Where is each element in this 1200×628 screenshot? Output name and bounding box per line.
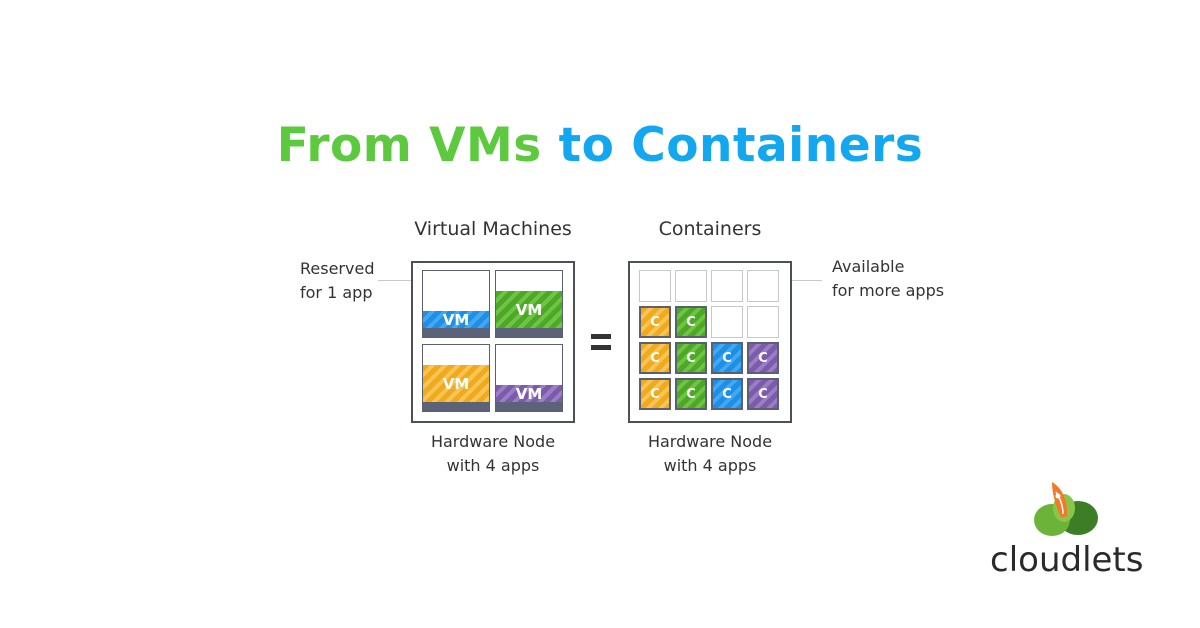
vm-box: VM xyxy=(495,270,563,338)
available-leader-line xyxy=(766,280,822,281)
reserved-note: Reserved for 1 app xyxy=(300,257,374,305)
empty-slot xyxy=(747,270,779,302)
container-cell: C xyxy=(675,378,707,410)
vm-box: VM xyxy=(495,344,563,412)
vm-fill: VM xyxy=(496,291,562,328)
vm-caption-line2: with 4 apps xyxy=(446,456,540,475)
equals-sign xyxy=(591,334,611,352)
empty-slot xyxy=(639,270,671,302)
container-cell: C xyxy=(747,342,779,374)
vm-label: VM xyxy=(515,384,543,403)
container-caption-line2: with 4 apps xyxy=(663,456,757,475)
vm-box: VM xyxy=(422,344,490,412)
container-cell: C xyxy=(711,342,743,374)
vm-node-caption: Hardware Node with 4 apps xyxy=(383,430,603,478)
vm-label: VM xyxy=(515,300,543,319)
reserved-note-line1: Reserved xyxy=(300,259,375,278)
vm-base xyxy=(496,402,562,411)
container-cell: C xyxy=(639,306,671,338)
empty-slot xyxy=(747,306,779,338)
container-cell: C xyxy=(639,378,671,410)
container-node-caption: Hardware Node with 4 apps xyxy=(600,430,820,478)
container-cell: C xyxy=(639,342,671,374)
empty-slot xyxy=(711,306,743,338)
container-caption-line1: Hardware Node xyxy=(647,432,773,451)
vm-fill: VM xyxy=(423,310,489,329)
container-cell: C xyxy=(711,378,743,410)
reserved-note-line2: for 1 app xyxy=(300,283,373,302)
vm-label: VM xyxy=(442,310,470,329)
title-part-containers: to Containers xyxy=(558,118,924,173)
container-cell: C xyxy=(675,342,707,374)
title-part-vms: From VMs xyxy=(276,118,542,173)
containers-heading: Containers xyxy=(658,218,762,240)
available-note-line1: Available xyxy=(832,257,905,276)
cloudlets-logo-text: cloudlets xyxy=(990,540,1144,580)
vm-hardware-node: VM VM VM VM xyxy=(411,261,575,423)
container-cell: C xyxy=(675,306,707,338)
reserved-leader-line xyxy=(378,280,434,281)
vm-fill: VM xyxy=(496,384,562,403)
vm-base xyxy=(496,328,562,337)
vm-base xyxy=(423,328,489,337)
available-note: Available for more apps xyxy=(832,255,944,303)
empty-slot xyxy=(711,270,743,302)
page-title: From VMs to Containers xyxy=(0,118,1200,173)
available-note-line2: for more apps xyxy=(832,281,945,300)
empty-slot xyxy=(675,270,707,302)
vm-label: VM xyxy=(442,374,470,393)
container-cell: C xyxy=(747,378,779,410)
rocket-cloud-icon xyxy=(1034,482,1098,536)
vm-heading: Virtual Machines xyxy=(414,218,572,240)
vm-fill: VM xyxy=(423,365,489,402)
vm-caption-line1: Hardware Node xyxy=(430,432,556,451)
vm-box: VM xyxy=(422,270,490,338)
vm-base xyxy=(423,402,489,411)
